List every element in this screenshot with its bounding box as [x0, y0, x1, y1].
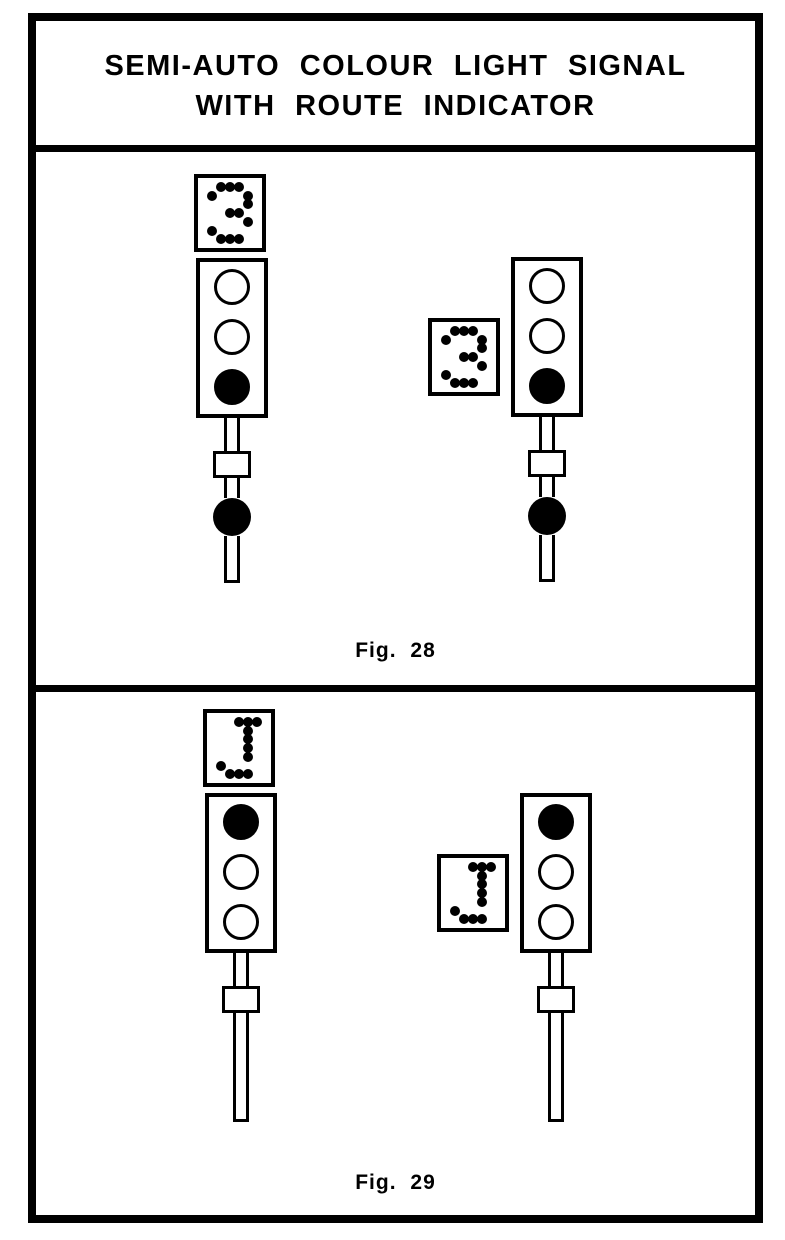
route-indicator-dot — [468, 914, 478, 925]
route-indicator-dot — [243, 751, 253, 762]
number-plate — [222, 986, 260, 1013]
signal-lamp-unlit — [538, 904, 574, 940]
route-indicator-dot — [234, 769, 244, 780]
signal-lamp-unlit — [214, 319, 250, 355]
route-indicator-dot — [225, 769, 235, 780]
figure-29-panel: Fig. 29 — [36, 692, 755, 1215]
signal-post-upper — [224, 418, 240, 451]
route-indicator-dot — [234, 234, 244, 245]
figure-frame: SEMI-AUTO COLOUR LIGHT SIGNAL WITH ROUTE… — [28, 13, 763, 1223]
route-indicator-dot — [450, 326, 460, 336]
route-indicator-dot — [252, 717, 262, 727]
route-indicator-dot — [459, 326, 469, 336]
signal-lamp-lit — [538, 804, 574, 840]
route-indicator-glyph — [207, 182, 253, 245]
route-indicator-dot — [216, 182, 226, 192]
route-indicator-dot — [477, 879, 487, 890]
page-title-line-1: SEMI-AUTO COLOUR LIGHT SIGNAL — [104, 50, 687, 82]
route-indicator-glyph — [450, 862, 496, 925]
signal-lamp-unlit — [214, 269, 250, 305]
route-indicator-dot — [243, 743, 253, 754]
signal-post-lower — [539, 535, 555, 582]
route-indicator-dot — [243, 725, 253, 736]
route-indicator-dot — [468, 862, 478, 872]
route-indicator-dot — [225, 234, 235, 245]
signal-post-upper — [548, 953, 564, 986]
route-indicator-dot — [477, 914, 487, 925]
route-indicator-dot — [234, 717, 244, 727]
route-indicator-dot — [477, 870, 487, 881]
signal-post-lower — [548, 1013, 564, 1122]
page-title-line-2: WITH ROUTE INDICATOR — [195, 90, 596, 122]
route-indicator-dot — [477, 862, 487, 872]
signal-post-lower — [233, 1013, 249, 1122]
marker-light — [213, 498, 251, 536]
route-indicator-dot — [243, 734, 253, 745]
number-plate — [537, 986, 575, 1013]
route-indicator-dot — [468, 378, 478, 389]
route-indicator-dot — [441, 334, 451, 345]
signal-lamp-lit — [529, 368, 565, 404]
signal-lamp-lit — [223, 804, 259, 840]
route-indicator-dot — [243, 717, 253, 727]
number-plate — [528, 450, 566, 477]
signal-post-lower — [224, 536, 240, 583]
figure-28-caption: Fig. 28 — [355, 639, 436, 662]
route-indicator-dot — [243, 216, 253, 227]
figure-28-panel: Fig. 28 — [36, 152, 755, 692]
route-indicator-glyph — [216, 717, 262, 780]
route-indicator-dot — [477, 888, 487, 899]
route-indicator-box — [437, 854, 509, 932]
number-plate — [213, 451, 251, 478]
route-indicator-dot — [450, 905, 460, 916]
route-indicator-dot — [459, 914, 469, 925]
route-indicator-dot — [243, 199, 253, 210]
route-indicator-dot — [450, 378, 460, 389]
route-indicator-dot — [234, 182, 244, 192]
route-indicator-box — [428, 318, 500, 396]
signal-lamp-lit — [214, 369, 250, 405]
title-box: SEMI-AUTO COLOUR LIGHT SIGNAL WITH ROUTE… — [36, 21, 755, 152]
signal-lamp-unlit — [538, 854, 574, 890]
signal-post-upper — [233, 953, 249, 986]
signal-head — [511, 257, 583, 417]
route-indicator-dot — [216, 760, 226, 771]
route-indicator-dot — [243, 769, 253, 780]
route-indicator-dot — [459, 378, 469, 389]
route-indicator-dot — [225, 182, 235, 192]
marker-light — [528, 497, 566, 535]
route-indicator-dot — [441, 369, 451, 380]
route-indicator-dot — [468, 326, 478, 336]
route-indicator-dot — [234, 208, 244, 219]
route-indicator-dot — [459, 352, 469, 363]
route-indicator-dot — [243, 190, 253, 201]
route-indicator-glyph — [441, 326, 487, 389]
signal-post-upper — [539, 417, 555, 450]
route-indicator-box — [203, 709, 275, 787]
route-indicator-dot — [477, 360, 487, 371]
signal-head — [205, 793, 277, 953]
figure-29-caption: Fig. 29 — [355, 1171, 436, 1194]
route-indicator-dot — [477, 334, 487, 345]
route-indicator-dot — [468, 352, 478, 363]
route-indicator-dot — [207, 225, 217, 236]
signal-lamp-unlit — [223, 904, 259, 940]
signal-lamp-unlit — [529, 268, 565, 304]
route-indicator-dot — [207, 190, 217, 201]
route-indicator-dot — [225, 208, 235, 219]
signal-post-middle — [224, 478, 240, 498]
signal-post-middle — [539, 477, 555, 497]
route-indicator-box — [194, 174, 266, 252]
route-indicator-dot — [216, 234, 226, 245]
signal-head — [520, 793, 592, 953]
signal-lamp-unlit — [529, 318, 565, 354]
signal-head — [196, 258, 268, 418]
route-indicator-dot — [486, 862, 496, 872]
route-indicator-dot — [477, 896, 487, 907]
signal-lamp-unlit — [223, 854, 259, 890]
route-indicator-dot — [477, 343, 487, 354]
